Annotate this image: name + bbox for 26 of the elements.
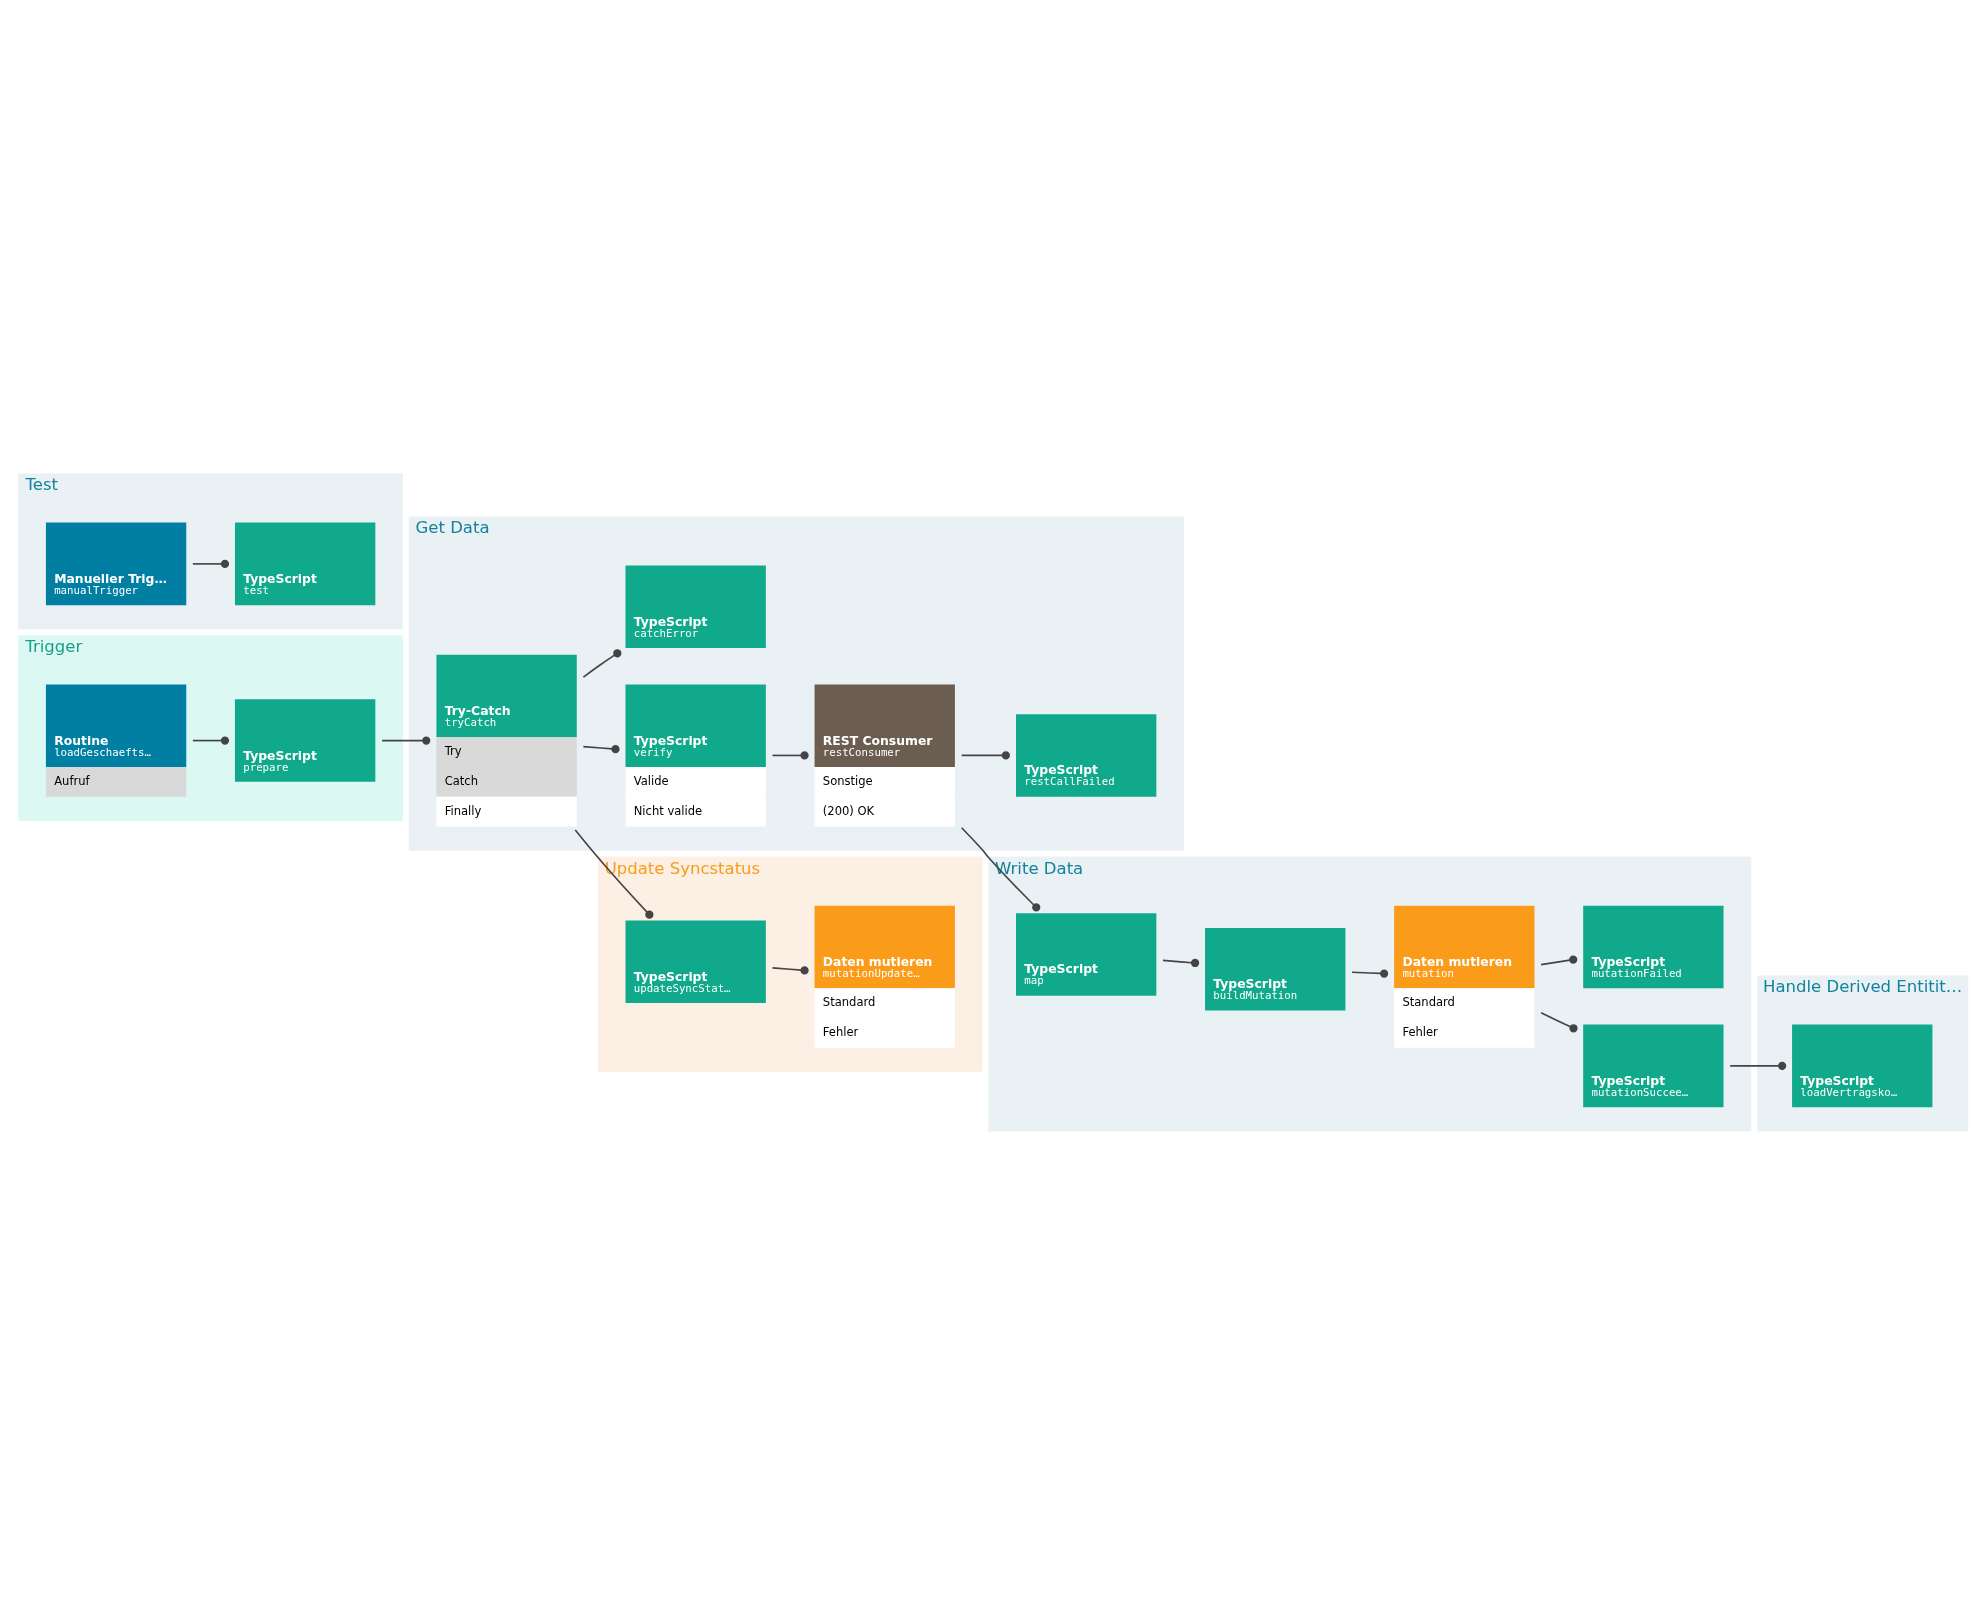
node-box: TypeScript loadVertragsko… <box>1792 1024 1933 1108</box>
node-box: TypeScript catchError <box>625 565 766 649</box>
connector <box>574 829 654 919</box>
connector <box>582 745 620 754</box>
node-box: TypeScript restCallFailed <box>1016 714 1157 797</box>
connector <box>960 751 1010 760</box>
node-box: TypeScript mutationSuccee… <box>1583 1024 1724 1108</box>
connector <box>771 966 809 975</box>
node-box: Manueller Trig… manualTrigger <box>45 522 187 606</box>
connector <box>381 736 431 745</box>
connector <box>960 826 1041 912</box>
connector <box>582 649 622 678</box>
connector <box>192 559 230 569</box>
connector <box>1540 1012 1578 1033</box>
connector <box>1162 958 1200 968</box>
connector <box>1540 955 1578 966</box>
node-box: TypeScript test <box>235 522 376 606</box>
connector <box>1729 1061 1787 1070</box>
node-box: TypeScript buildMutation <box>1205 928 1346 1011</box>
node-box: TypeScript mutationFailed <box>1583 905 1724 989</box>
node-box: TypeScript prepare <box>235 699 376 782</box>
connector <box>192 736 230 745</box>
node-box: TypeScript map <box>1016 913 1157 996</box>
connector <box>771 751 809 760</box>
node-box: TypeScript updateSyncStat… <box>625 920 766 1004</box>
connector <box>1351 969 1389 978</box>
